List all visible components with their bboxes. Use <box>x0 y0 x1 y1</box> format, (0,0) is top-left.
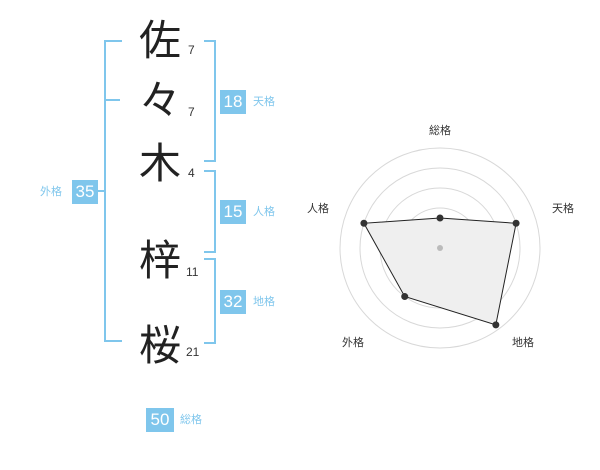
radar-ring-5 <box>339 147 541 349</box>
stroke-count-1: 7 <box>188 43 195 57</box>
radar-axis-label-3: 地格 <box>512 335 534 349</box>
tenkaku-bracket <box>204 40 216 162</box>
stroke-count-3: 4 <box>188 166 195 180</box>
radar-point-4 <box>401 293 409 301</box>
chikaku-value-badge: 32 <box>220 290 246 314</box>
stroke-count-4: 11 <box>186 265 199 279</box>
name-char-3: 木 <box>138 139 181 188</box>
name-char-4: 梓 <box>138 236 181 285</box>
radar-axis-label-4: 外格 <box>342 335 364 349</box>
radar-point-1 <box>436 214 444 222</box>
radar-axis-label-5: 人格 <box>307 201 329 215</box>
soukaku-label: 総格 <box>180 413 202 426</box>
stroke-count-2: 7 <box>188 105 195 119</box>
radar-area <box>363 217 517 326</box>
tenkaku-value-badge: 18 <box>220 90 246 114</box>
name-char-1: 佐 <box>138 16 181 65</box>
radar-axis-label-1: 総格 <box>429 123 451 137</box>
radar-center-dot <box>437 245 443 251</box>
radar-ring-4 <box>359 167 521 329</box>
stroke-count-5: 21 <box>186 345 200 359</box>
name-char-5: 桜 <box>138 321 181 370</box>
jinkaku-bracket <box>204 170 216 253</box>
chikaku-bracket <box>204 258 216 344</box>
gaikaku-value-badge: 35 <box>72 180 98 204</box>
chikaku-label: 地格 <box>253 295 275 308</box>
radar-point-2 <box>512 219 520 227</box>
name-char-2: 々 <box>138 76 181 125</box>
radar-axis-label-2: 天格 <box>552 201 574 215</box>
jinkaku-label: 人格 <box>253 205 275 218</box>
soukaku-value-badge: 50 <box>146 408 174 432</box>
gaikaku-label: 外格 <box>40 185 62 198</box>
jinkaku-value-badge: 15 <box>220 200 246 224</box>
bracket-tick-left <box>104 99 120 101</box>
radar-point-5 <box>360 219 368 227</box>
tenkaku-label: 天格 <box>253 95 275 108</box>
radar-point-3 <box>492 321 500 329</box>
gaikaku-connector <box>98 190 106 192</box>
